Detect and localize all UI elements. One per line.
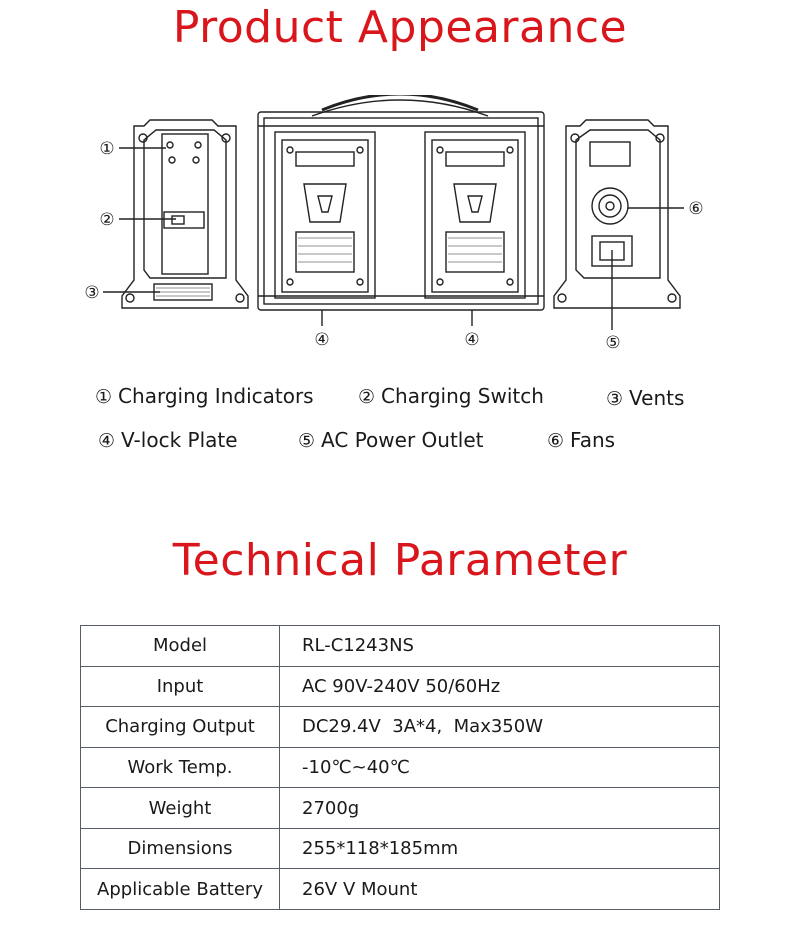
product-appearance-heading: Product Appearance: [172, 2, 628, 53]
spec-table: Model RL-C1243NS Input AC 90V-240V 50/60…: [80, 625, 720, 910]
spec-value: 255*118*185mm: [279, 827, 720, 870]
spec-key: Charging Output: [80, 706, 280, 748]
callout-3: ③: [84, 283, 99, 303]
table-row: Weight 2700g: [80, 787, 720, 829]
left-side-view: [121, 119, 249, 309]
callout-6: ⑥: [688, 199, 703, 219]
spec-key: Applicable Battery: [80, 868, 280, 910]
spec-key: Work Temp.: [80, 746, 280, 789]
spec-value: AC 90V-240V 50/60Hz: [279, 665, 720, 708]
spec-key: Weight: [80, 787, 280, 829]
callout-5: ⑤: [605, 333, 620, 353]
callout-2: ②: [99, 210, 114, 230]
table-row: Charging Output DC29.4V 3A*4, Max350W: [80, 706, 720, 748]
callout-4-right: ④: [464, 330, 479, 350]
table-row: Applicable Battery 26V V Mount: [80, 868, 720, 910]
spec-value: DC29.4V 3A*4, Max350W: [279, 706, 720, 748]
technical-parameter-heading: Technical Parameter: [172, 535, 628, 586]
spec-value: -10℃~40℃: [279, 746, 720, 789]
spec-value: 2700g: [279, 787, 720, 829]
spec-value: RL-C1243NS: [279, 625, 720, 667]
table-row: Work Temp. -10℃~40℃: [80, 746, 720, 789]
left-leaders: [103, 147, 176, 293]
callout-4-left: ④: [314, 330, 329, 350]
front-view: [257, 95, 545, 326]
table-row: Input AC 90V-240V 50/60Hz: [80, 665, 720, 708]
spec-key: Dimensions: [80, 827, 280, 870]
table-row: Dimensions 255*118*185mm: [80, 827, 720, 870]
spec-key: Model: [80, 625, 280, 667]
product-diagram: ① ② ③ ④ ④ ⑤ ⑥: [84, 95, 704, 353]
right-side-view: [553, 119, 684, 330]
table-row: Model RL-C1243NS: [80, 625, 720, 667]
callout-1: ①: [99, 139, 114, 159]
spec-key: Input: [80, 665, 280, 708]
spec-value: 26V V Mount: [279, 868, 720, 910]
